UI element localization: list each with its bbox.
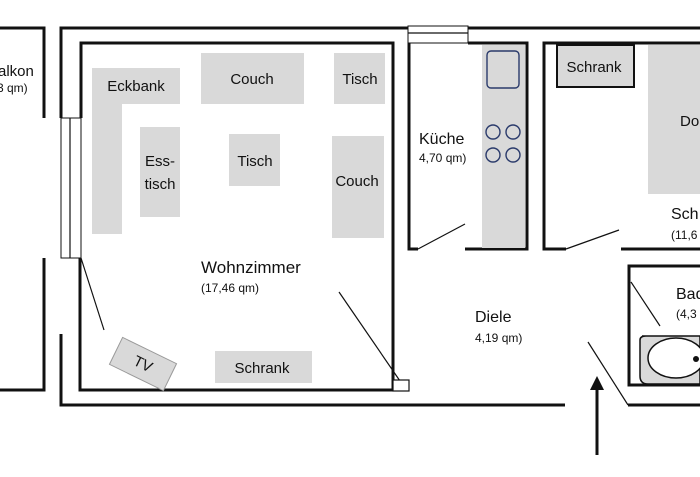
living-room-door: [338, 291, 401, 382]
couch-right-label: Couch: [335, 173, 378, 190]
living-room-door-swing: [80, 257, 105, 331]
outer-wall-left-bottom: [59, 334, 565, 407]
esstisch-label-line1: Ess-: [145, 153, 175, 170]
esstisch-label-line2: tisch: [145, 176, 176, 193]
tisch-top-label: Tisch: [342, 71, 377, 88]
tv: TV: [108, 336, 178, 392]
outer-walls: [59, 25, 700, 407]
kitchen-window: [407, 25, 469, 44]
balcony: alkon 3 qm): [0, 26, 46, 392]
living-window-left: [60, 117, 82, 259]
washbasin-drain: [693, 356, 699, 362]
room-label-schlafzimmer: Sch: [671, 206, 699, 223]
tv-label: TV: [130, 353, 155, 377]
schrank-living: Schrank: [215, 351, 312, 383]
eckbank-label: Eckbank: [107, 78, 165, 95]
burner-4: [505, 147, 521, 163]
sink-icon: [486, 50, 520, 89]
bedroom-door-swing: [565, 229, 620, 250]
washbasin-icon: [639, 335, 700, 385]
entrance-door-swing: [587, 341, 629, 406]
living-room-inner-wall: [78, 41, 395, 392]
stove-burner-icon: [485, 124, 521, 163]
bed: Do: [648, 45, 700, 194]
hall: Diele 4,19 qm): [475, 309, 629, 455]
couch-right: Couch: [332, 136, 384, 238]
tv-shape: [108, 336, 178, 392]
kitchen: Küche 4,70 qm): [407, 41, 529, 251]
room-area-schlafzimmer: (11,6: [671, 228, 698, 242]
door-stop: [392, 379, 410, 392]
room-label-kueche: Küche: [419, 131, 464, 148]
schrank-living-shape: [215, 351, 312, 383]
tisch-top: Tisch: [334, 53, 385, 104]
schrank-bedroom-label: Schrank: [566, 59, 622, 76]
schrank-bedroom: Schrank: [556, 44, 635, 88]
schrank-living-label: Schrank: [234, 360, 290, 377]
eckbank-shape: [92, 68, 180, 234]
burner-1: [485, 124, 501, 140]
room-label-bad: Bad: [676, 286, 700, 303]
tisch-center-shape: [229, 134, 280, 186]
bedroom: Schrank Do Sch (11,6: [542, 41, 700, 251]
kitchen-counter: [482, 45, 525, 248]
entrance-arrow-icon: [590, 376, 604, 455]
tisch-top-shape: [334, 53, 385, 104]
couch-top-shape: [201, 53, 304, 104]
tisch-center: Tisch: [229, 134, 280, 186]
eckbank: Eckbank: [92, 68, 180, 234]
outer-wall-top: [59, 26, 408, 118]
room-area-diele: 4,19 qm): [475, 331, 522, 345]
entrance-arrow-head: [590, 376, 604, 390]
bathroom-wall: [627, 264, 700, 387]
esstisch-shape: [140, 127, 180, 217]
bed-label: Do: [680, 113, 699, 130]
tisch-center-label: Tisch: [237, 153, 272, 170]
burner-2: [505, 124, 521, 140]
kitchen-wall: [407, 43, 418, 251]
couch-right-shape: [332, 136, 384, 238]
bathroom-door-swing: [630, 281, 661, 327]
schrank-bedroom-shape: [556, 44, 635, 88]
burner-3: [485, 147, 501, 163]
living-room: Eckbank Couch Tisch Ess- tisch Tisch Cou…: [78, 41, 410, 392]
esstisch: Ess- tisch: [140, 127, 180, 217]
room-label-diele: Diele: [475, 309, 512, 326]
room-area-bad: (4,3: [676, 307, 697, 321]
bedroom-wall: [542, 41, 700, 251]
kitchen-door-swing: [417, 223, 466, 250]
bathroom: Bad (4,3: [627, 264, 700, 387]
kitchen-wall-right: [465, 41, 529, 251]
couch-top: Couch: [201, 53, 304, 104]
bed-shape: [648, 45, 700, 194]
couch-top-label: Couch: [230, 71, 273, 88]
room-label-balkon: alkon: [0, 63, 34, 80]
room-area-wohnzimmer: (17,46 qm): [201, 281, 259, 295]
washbasin-bowl: [647, 337, 700, 379]
room-area-balkon: 3 qm): [0, 81, 28, 95]
room-area-kueche: 4,70 qm): [419, 151, 466, 165]
room-label-wohnzimmer: Wohnzimmer: [201, 258, 301, 277]
